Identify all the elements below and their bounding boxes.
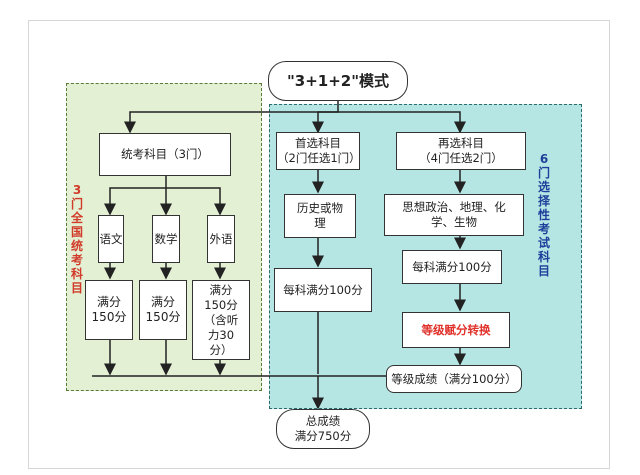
subject-math-box: 数学 — [152, 215, 180, 263]
foreign-language-score-box: 满分 150分（含听 力30 分） — [192, 280, 250, 360]
unified-exam-box: 统考科目（3门） — [99, 133, 231, 176]
second-choice-score-box: 每科满分100分 — [402, 250, 502, 284]
grade-conversion-box: 等级赋分转换 — [402, 312, 510, 348]
first-choice-box: 首选科目 （2门任选1门） — [276, 132, 361, 170]
total-score-node: 总成绩 满分750分 — [276, 409, 370, 449]
elective-subjects-box: 思想政治、地理、化 学、生物 — [384, 194, 524, 236]
first-choice-score-box: 每科满分100分 — [274, 268, 372, 312]
national-exam-region-label: 3门全国统考科目 — [70, 183, 83, 295]
grade-score-box: 等级成绩（满分100分） — [386, 365, 522, 393]
subject-foreign-language-box: 外语 — [207, 215, 235, 263]
chinese-score-box: 满分 150分 — [85, 280, 133, 340]
elective-exam-region-label: 6门选择性考试科目 — [537, 152, 550, 278]
root-mode-node: "3+1+2"模式 — [268, 61, 408, 101]
math-score-box: 满分 150分 — [139, 280, 187, 340]
history-or-physics-box: 历史或物 理 — [284, 194, 356, 238]
subject-chinese-box: 语文 — [98, 215, 124, 263]
second-choice-box: 再选科目 （4门任选2门） — [396, 132, 526, 170]
